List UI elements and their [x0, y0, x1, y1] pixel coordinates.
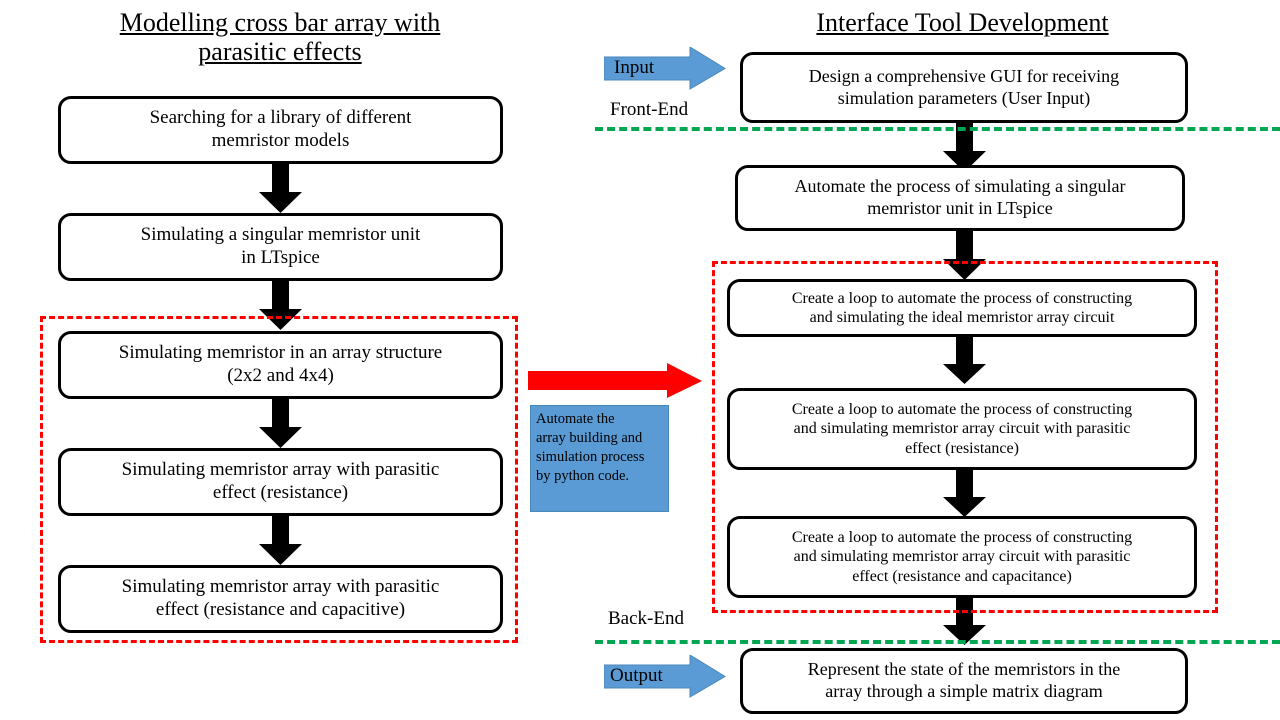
- flow-arrow-right-2: [942, 231, 987, 281]
- flow-arrow-right-1: [942, 123, 987, 173]
- flow-arrow-right-5: [942, 598, 987, 646]
- output-arrow-icon: [604, 655, 726, 698]
- right-step-2-label: Automate the process of simulating a sin…: [794, 176, 1126, 218]
- back-end-divider: [595, 640, 1280, 644]
- front-end-divider: [595, 127, 1280, 131]
- right-step-4: Create a loop to automate the process of…: [727, 388, 1197, 470]
- left-step-5-label: Simulating memristor array with parasiti…: [121, 576, 440, 620]
- left-step-1: Searching for a library of different mem…: [58, 96, 503, 164]
- right-automation-highlight-region: [712, 261, 1218, 613]
- left-step-1-label: Searching for a library of different mem…: [149, 107, 412, 151]
- left-column-title: Modelling cross bar array with parasitic…: [119, 8, 441, 67]
- input-label: Input: [614, 57, 655, 78]
- flow-arrow-right-3: [942, 337, 987, 385]
- right-step-5: Create a loop to automate the process of…: [727, 516, 1197, 598]
- right-step-1: Design a comprehensive GUI for receiving…: [740, 52, 1188, 123]
- right-step-1-label: Design a comprehensive GUI for receiving…: [808, 65, 1120, 108]
- input-arrow-icon: [604, 47, 726, 90]
- right-step-3-label: Create a loop to automate the process of…: [791, 289, 1133, 326]
- left-step-3-label: Simulating memristor in an array structu…: [118, 342, 443, 386]
- flow-arrow-left-1: [258, 164, 303, 214]
- automation-note: Automate the array building and simulati…: [530, 405, 669, 512]
- back-end-label: Back-End: [608, 608, 684, 629]
- right-step-5-label: Create a loop to automate the process of…: [791, 529, 1133, 585]
- left-step-2-label: Simulating a singular memristor unit in …: [140, 224, 421, 268]
- left-step-4: Simulating memristor array with parasiti…: [58, 448, 503, 516]
- flow-arrow-left-4: [258, 516, 303, 566]
- right-step-3: Create a loop to automate the process of…: [727, 279, 1197, 337]
- front-end-label: Front-End: [610, 99, 689, 120]
- flow-arrow-right-4: [942, 470, 987, 518]
- flow-arrow-left-3: [258, 399, 303, 449]
- left-step-2: Simulating a singular memristor unit in …: [58, 213, 503, 281]
- right-step-6: Represent the state of the memristors in…: [740, 648, 1188, 714]
- left-step-4-label: Simulating memristor array with parasiti…: [121, 459, 440, 503]
- left-step-5: Simulating memristor array with parasiti…: [58, 565, 503, 633]
- left-step-3: Simulating memristor in an array structu…: [58, 331, 503, 399]
- right-step-4-label: Create a loop to automate the process of…: [791, 401, 1133, 457]
- output-label: Output: [610, 665, 663, 686]
- transfer-arrow-right-icon: [528, 363, 703, 399]
- left-parasitic-highlight-region: [40, 316, 518, 643]
- right-column-title: Interface Tool Development: [816, 8, 1109, 37]
- right-step-2: Automate the process of simulating a sin…: [735, 165, 1185, 231]
- right-step-6-label: Represent the state of the memristors in…: [807, 659, 1121, 701]
